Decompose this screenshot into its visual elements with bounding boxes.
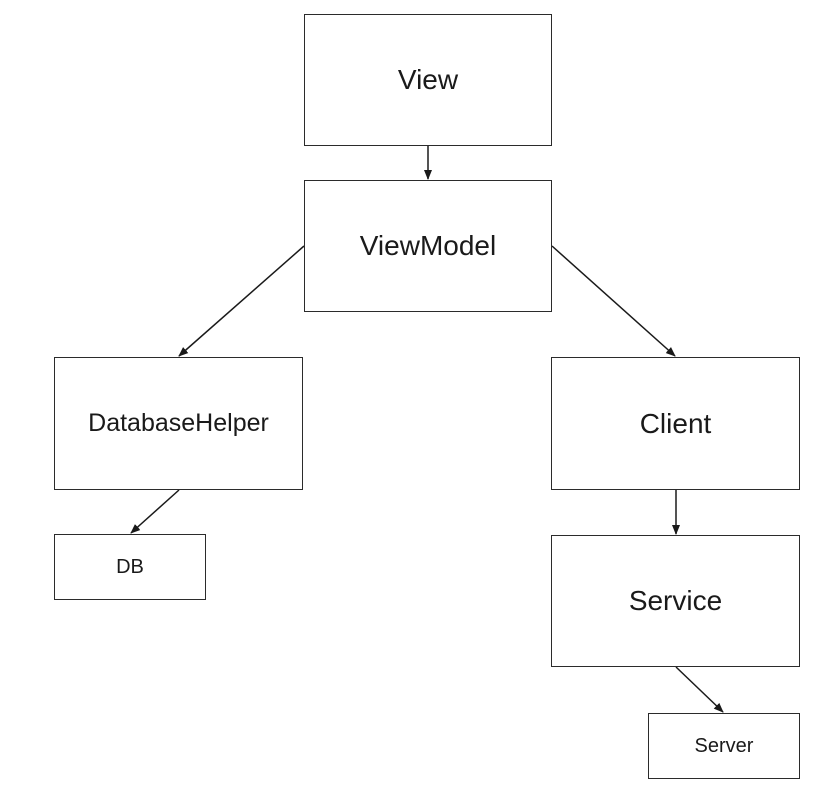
service-node-label: Service — [628, 585, 723, 616]
client-node-label: Client — [639, 407, 712, 439]
server-node-label: Server — [694, 734, 754, 757]
edge-viewmodel-to-client — [551, 245, 676, 357]
client-node: Client — [551, 357, 800, 490]
view-node: View — [304, 14, 552, 146]
view-node-label: View — [397, 64, 459, 95]
edge-databasehelper-to-db — [130, 489, 180, 534]
service-node: Service — [551, 535, 800, 667]
server-node: Server — [648, 713, 800, 779]
edge-service-to-server — [675, 666, 724, 713]
edge-viewmodel-to-databasehelper — [178, 245, 305, 357]
viewmodel-node-label: ViewModel — [359, 230, 497, 261]
database-helper-node: DatabaseHelper — [54, 357, 303, 490]
db-node-label: DB — [116, 555, 144, 578]
db-node: DB — [54, 534, 206, 600]
database-helper-node-label: DatabaseHelper — [88, 409, 269, 437]
viewmodel-node: ViewModel — [304, 180, 552, 312]
